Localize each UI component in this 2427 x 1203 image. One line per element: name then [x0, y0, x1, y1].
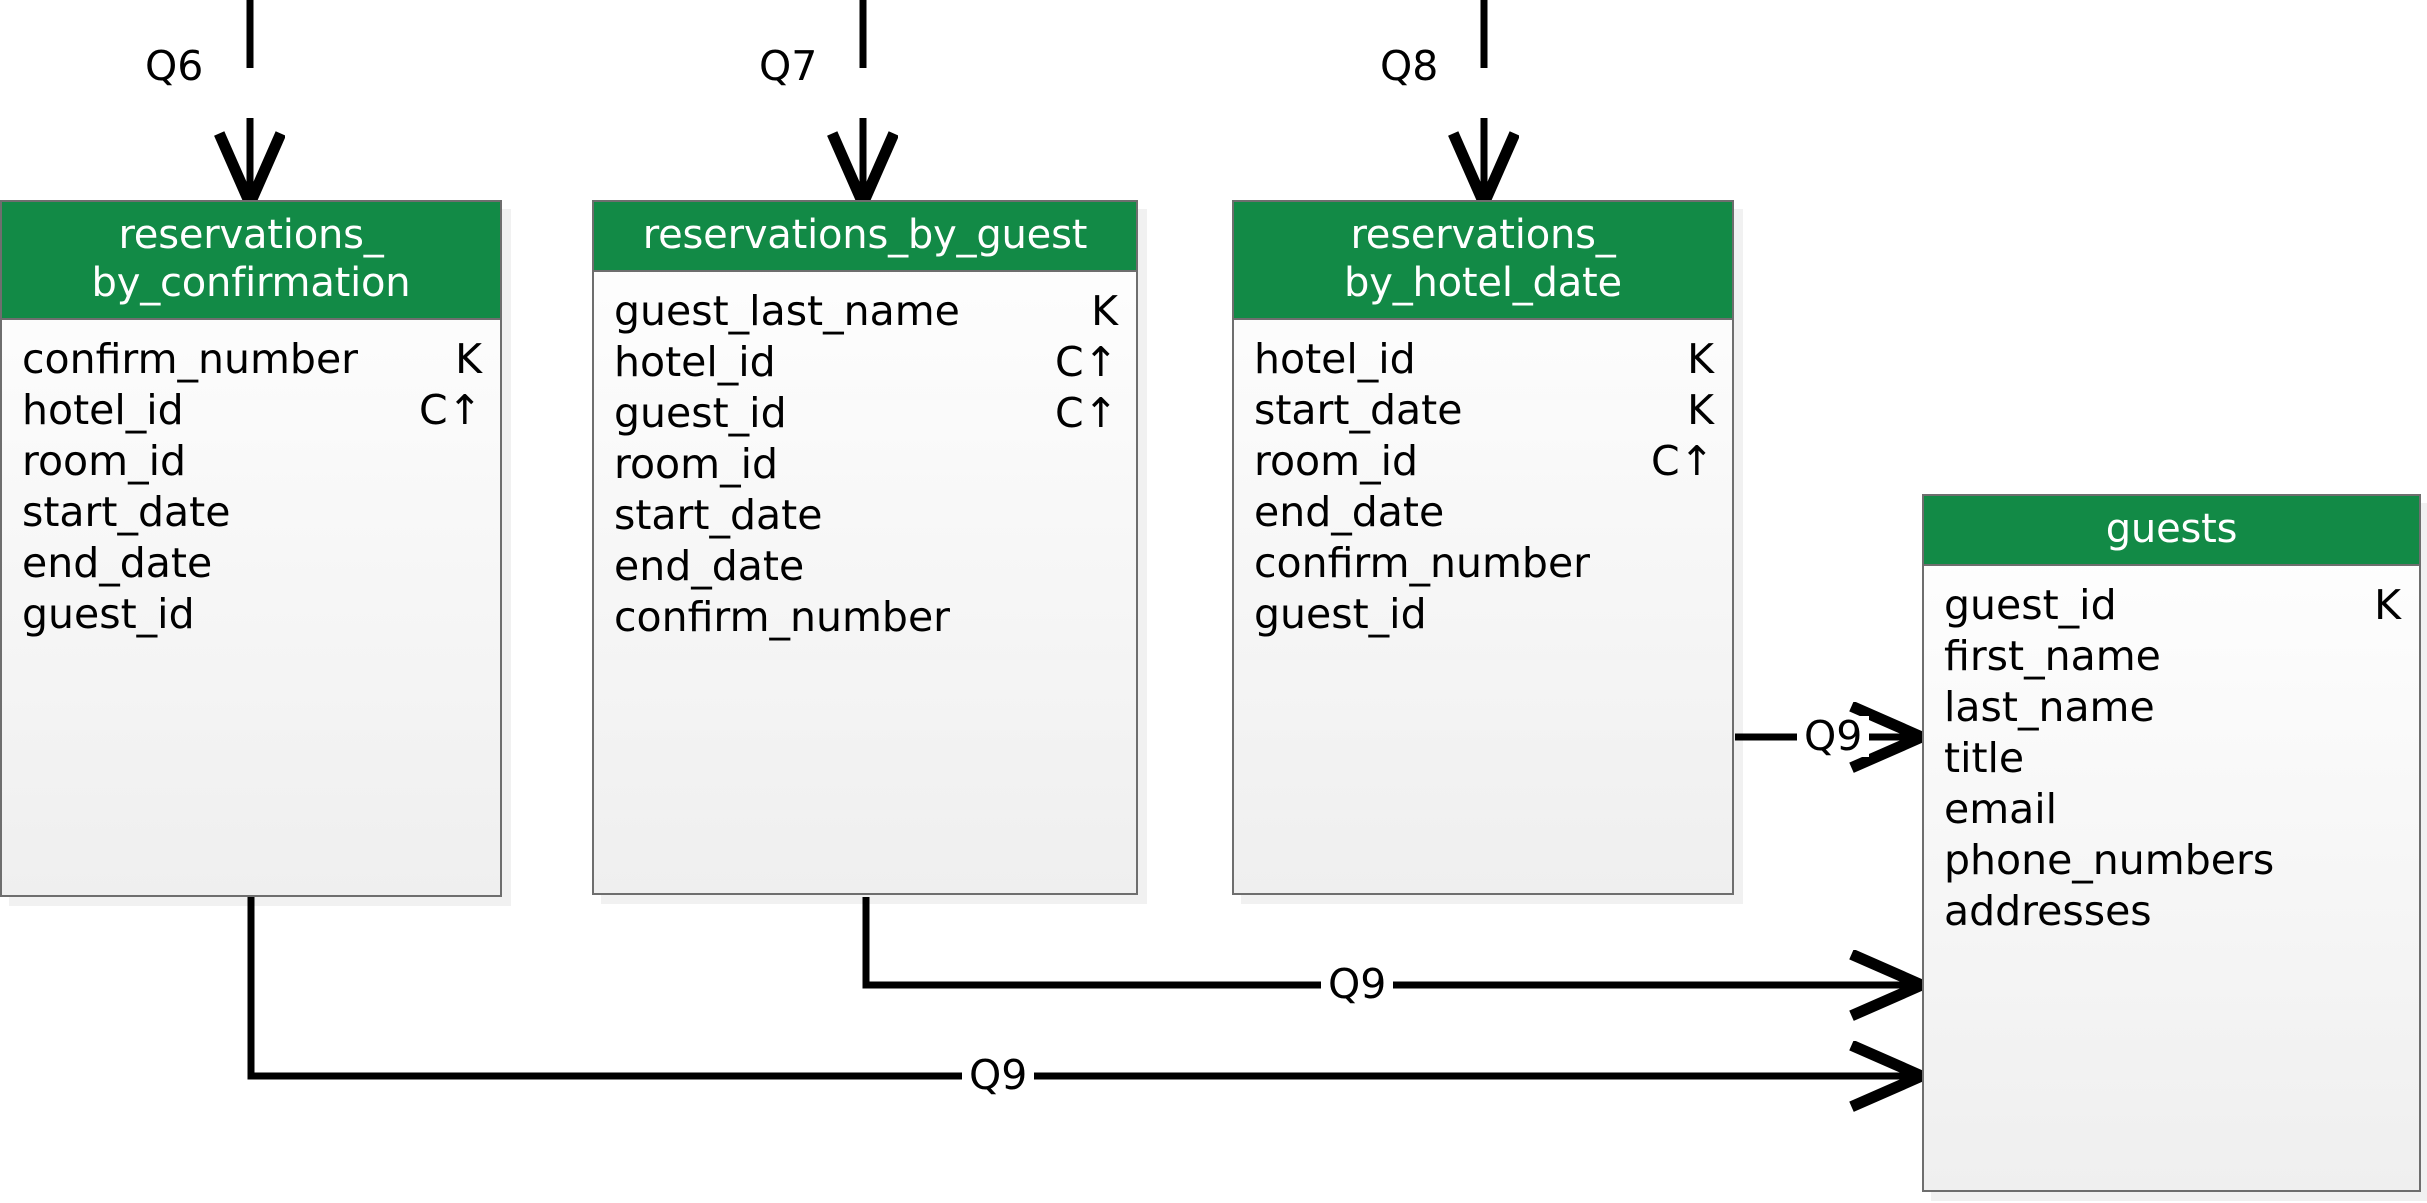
- field-row: title: [1944, 733, 2401, 784]
- field-key: C↑: [1055, 389, 1118, 437]
- field-key: K: [455, 335, 482, 383]
- field-name: hotel_id: [614, 338, 776, 386]
- field-row: hotel_id C↑: [22, 385, 482, 436]
- field-row: start_date K: [1254, 385, 1714, 436]
- field-row: confirm_number: [1254, 538, 1714, 589]
- edge-q9-c: [247, 897, 1918, 1076]
- field-name: guest_last_name: [614, 287, 960, 335]
- field-row: confirm_number: [614, 592, 1118, 643]
- field-name: last_name: [1944, 683, 2155, 731]
- table-title: reservations_ by_confirmation: [2, 202, 500, 320]
- field-row: start_date: [22, 487, 482, 538]
- field-row: guest_id C↑: [614, 388, 1118, 439]
- field-name: title: [1944, 734, 2025, 782]
- field-row: room_id: [614, 439, 1118, 490]
- field-name: confirm_number: [22, 335, 359, 383]
- field-row: end_date: [22, 538, 482, 589]
- field-name: confirm_number: [1254, 539, 1591, 587]
- field-name: guest_id: [1254, 590, 1427, 638]
- field-row: confirm_number K: [22, 334, 482, 385]
- table-title: guests: [1924, 496, 2419, 566]
- field-row: start_date: [614, 490, 1118, 541]
- field-row: addresses: [1944, 886, 2401, 937]
- field-name: room_id: [1254, 437, 1418, 485]
- edge-label-q7: Q7: [752, 46, 825, 87]
- field-name: guest_id: [22, 590, 195, 638]
- edge-label-q9-a: Q9: [1797, 716, 1870, 757]
- field-row: email: [1944, 784, 2401, 835]
- field-name: confirm_number: [614, 593, 951, 641]
- field-row: phone_numbers: [1944, 835, 2401, 886]
- table-reservations-by-confirmation[interactable]: reservations_ by_confirmation confirm_nu…: [0, 200, 502, 897]
- table-reservations-by-hotel-date[interactable]: reservations_ by_hotel_date hotel_id K s…: [1232, 200, 1734, 895]
- field-key: C↑: [1651, 437, 1714, 485]
- field-row: first_name: [1944, 631, 2401, 682]
- field-name: first_name: [1944, 632, 2161, 680]
- field-row: room_id: [22, 436, 482, 487]
- field-name: guest_id: [614, 389, 787, 437]
- field-name: room_id: [22, 437, 186, 485]
- field-key: K: [2374, 581, 2401, 629]
- table-fields: confirm_number K hotel_id C↑ room_id sta…: [2, 320, 500, 660]
- field-row: hotel_id K: [1254, 334, 1714, 385]
- table-fields: hotel_id K start_date K room_id C↑ end_d…: [1234, 320, 1732, 660]
- field-name: phone_numbers: [1944, 836, 2275, 884]
- edge-label-q9-c: Q9: [962, 1055, 1035, 1096]
- field-name: start_date: [1254, 386, 1463, 434]
- field-row: guest_id: [22, 589, 482, 640]
- field-name: end_date: [1254, 488, 1445, 536]
- field-row: guest_id: [1254, 589, 1714, 640]
- edge-label-q9-b: Q9: [1321, 964, 1394, 1005]
- table-title: reservations_by_guest: [594, 202, 1136, 272]
- field-row: end_date: [614, 541, 1118, 592]
- field-row: end_date: [1254, 487, 1714, 538]
- edge-label-q8: Q8: [1373, 46, 1446, 87]
- field-row: guest_id K: [1944, 580, 2401, 631]
- field-row: guest_last_name K: [614, 286, 1118, 337]
- table-fields: guest_id K first_name last_name title em…: [1924, 566, 2419, 957]
- field-key: K: [1687, 335, 1714, 383]
- field-name: room_id: [614, 440, 778, 488]
- table-fields: guest_last_name K hotel_id C↑ guest_id C…: [594, 272, 1136, 663]
- field-row: hotel_id C↑: [614, 337, 1118, 388]
- field-name: guest_id: [1944, 581, 2117, 629]
- field-name: end_date: [22, 539, 213, 587]
- field-key: K: [1687, 386, 1714, 434]
- field-name: end_date: [614, 542, 805, 590]
- table-guests[interactable]: guests guest_id K first_name last_name t…: [1922, 494, 2421, 1192]
- field-name: email: [1944, 785, 2058, 833]
- edge-label-q6: Q6: [138, 46, 211, 87]
- field-name: hotel_id: [1254, 335, 1416, 383]
- field-name: addresses: [1944, 887, 2152, 935]
- table-title: reservations_ by_hotel_date: [1234, 202, 1732, 320]
- field-key: C↑: [419, 386, 482, 434]
- field-name: start_date: [22, 488, 231, 536]
- field-key: K: [1091, 287, 1118, 335]
- field-name: start_date: [614, 491, 823, 539]
- field-row: last_name: [1944, 682, 2401, 733]
- table-reservations-by-guest[interactable]: reservations_by_guest guest_last_name K …: [592, 200, 1138, 895]
- field-name: hotel_id: [22, 386, 184, 434]
- field-key: C↑: [1055, 338, 1118, 386]
- field-row: room_id C↑: [1254, 436, 1714, 487]
